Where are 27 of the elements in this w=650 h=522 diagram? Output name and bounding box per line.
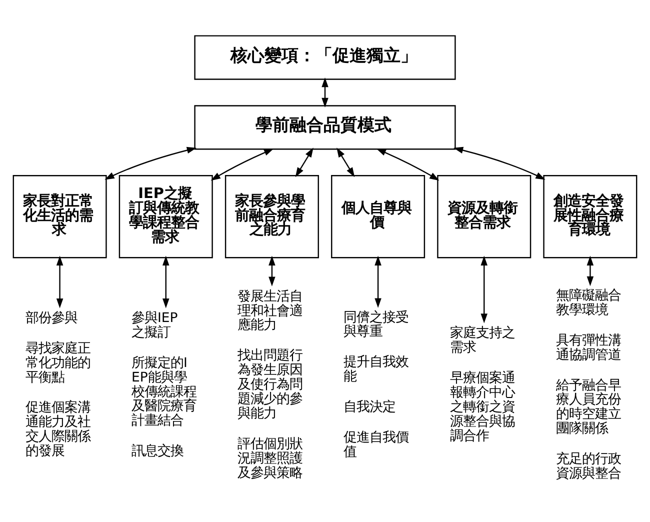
arrow — [322, 78, 328, 108]
arrow — [268, 256, 276, 286]
arrow — [210, 148, 274, 181]
node-text: 無障礙融合教學環境 具有彈性溝通協調管道 給予融合早療人員充份的時空建立團隊關係 充足的行政資源與整合 — [556, 288, 621, 482]
node-box: 核心變項：「促進獨立」 — [194, 35, 456, 80]
node-box: 家長參與學前融合療育之能力 — [224, 175, 319, 258]
arrow — [295, 148, 314, 178]
arrow — [586, 256, 594, 286]
node-text: 發展生活自理和社會適應能力 找出問題行為發生原因及使行為問題減少的參與能力 評估個別狀況調整照護及參與策略 — [238, 289, 303, 481]
arrow — [453, 146, 546, 180]
node-box: 資源及轉銜整合需求 — [437, 175, 532, 258]
arrow — [376, 148, 440, 181]
node-box: 家長對正常化生活的需求 — [12, 175, 107, 258]
arrow — [162, 256, 170, 308]
arrow — [374, 256, 382, 308]
arrow — [336, 148, 355, 178]
arrow — [56, 256, 64, 308]
node-text: 部份參與 尋找家庭正常化功能的平衡點 促進個案溝通能力及社交人際關係的發展 — [25, 310, 90, 460]
node-box: 個人自尊與價 — [331, 175, 426, 258]
node-text: 參與IEP之擬訂 所擬定的IEP能與學校傳統課程及醫院療育計畫結合 訊息交換 — [132, 310, 197, 460]
arrow — [480, 256, 488, 324]
node-box: IEP之擬訂與傳統教學課程整合需求 — [118, 175, 213, 258]
node-text: 家庭支持之需求 早療個案通報轉介中心之轉銜之資源整合與協調合作 — [450, 326, 515, 444]
node-box: 學前融合品質模式 — [194, 105, 456, 150]
node-text: 同儕之接受與尊重 提升自我效能 自我決定 促進自我價值 — [344, 310, 409, 460]
node-box: 創造安全發展性融合療育環境 — [543, 175, 638, 258]
arrow — [104, 146, 197, 180]
